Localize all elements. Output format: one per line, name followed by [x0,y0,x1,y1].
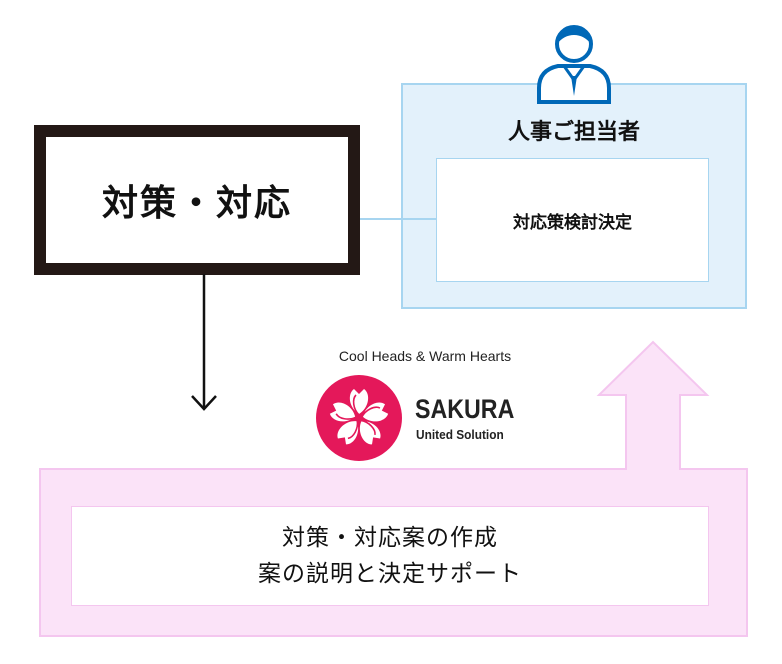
logo-tagline: Cool Heads & Warm Hearts [338,348,512,364]
support-line-1: 対策・対応案の作成 [282,525,498,551]
support-box: 対策・対応案の作成 案の説明と決定サポート [71,506,709,606]
hr-task-box: 対応策検討決定 [436,158,709,282]
person-icon [537,25,611,104]
countermeasure-box: 対策・対応 [34,125,360,275]
hr-panel-title: 人事ご担当者 [507,120,640,145]
down-arrow-icon [191,274,217,411]
logo-name: SAKURA [415,394,515,424]
connector-line [360,218,436,220]
support-line-2: 案の説明と決定サポート [258,561,522,587]
countermeasure-label: 対策・対応 [101,183,292,224]
logo-subtitle: United Solution [416,428,504,442]
sakura-logo-icon [316,375,402,461]
hr-task-label: 対応策検討決定 [513,212,632,233]
